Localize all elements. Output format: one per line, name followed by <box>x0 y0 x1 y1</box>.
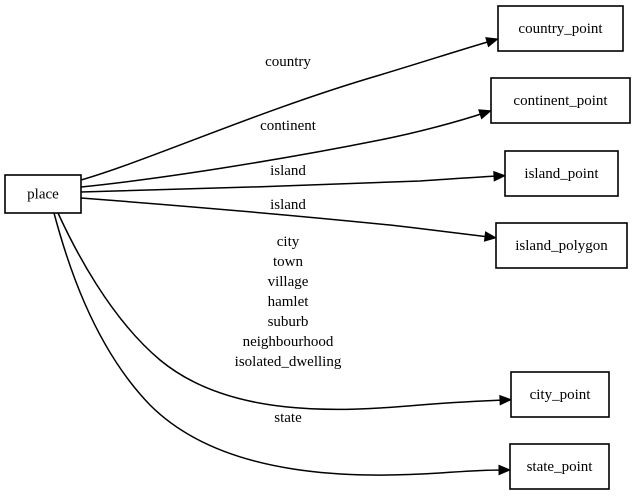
node-box[interactable] <box>497 5 624 52</box>
edge-place-continent_point-label: continent <box>260 118 317 134</box>
edge-line <box>80 175 499 193</box>
node-label: island_point <box>524 166 599 182</box>
edge-place-island_polygon <box>80 197 498 242</box>
node-state_point[interactable]: state_point <box>509 443 610 490</box>
node-label: state_point <box>527 459 594 475</box>
node-label: place <box>27 186 59 202</box>
node-box[interactable] <box>509 443 610 490</box>
node-box[interactable] <box>510 371 610 418</box>
node-place[interactable]: place <box>4 174 82 214</box>
node-island_point[interactable]: island_point <box>504 150 619 197</box>
edge-place-island_polygon-label: island <box>270 197 306 213</box>
edge-place-country_point-label: country <box>265 54 311 70</box>
node-label: continent_point <box>513 93 608 109</box>
edge-place-city_point <box>57 212 513 411</box>
node-label: country_point <box>518 21 603 37</box>
node-box[interactable] <box>4 174 82 214</box>
edge-place-continent_point <box>80 109 492 188</box>
edge-arrowhead-icon <box>498 464 512 476</box>
edge-arrowhead-icon <box>478 109 492 120</box>
edge-line <box>53 212 504 476</box>
node-continent_point[interactable]: continent_point <box>490 77 631 124</box>
edge-place-island_point <box>80 170 507 193</box>
node-label: island_polygon <box>515 238 608 254</box>
node-box[interactable] <box>495 222 628 269</box>
node-label: city_point <box>530 387 592 403</box>
edge-line <box>80 40 492 181</box>
nodes-layer: place country_point continent_point island_… <box>4 5 631 490</box>
node-city_point[interactable]: city_point <box>510 371 610 418</box>
edge-place-state_point-label: state <box>274 410 302 426</box>
node-box[interactable] <box>504 150 619 197</box>
node-country_point[interactable]: country_point <box>497 5 624 52</box>
edge-place-island_point-label: island <box>270 163 306 179</box>
edge-arrowhead-icon <box>499 394 513 406</box>
edge-arrowhead-icon <box>483 231 498 242</box>
edge-line <box>57 212 505 411</box>
edge-place-country_point <box>80 37 499 181</box>
edge-arrowhead-icon <box>493 170 507 182</box>
edges-layer <box>53 37 513 476</box>
edge-line <box>80 112 485 188</box>
edge-line <box>80 197 490 238</box>
edge-arrowhead-icon <box>485 37 499 48</box>
node-box[interactable] <box>490 77 631 124</box>
edge-place-state_point <box>53 212 512 476</box>
node-island_polygon[interactable]: island_polygon <box>495 222 628 269</box>
